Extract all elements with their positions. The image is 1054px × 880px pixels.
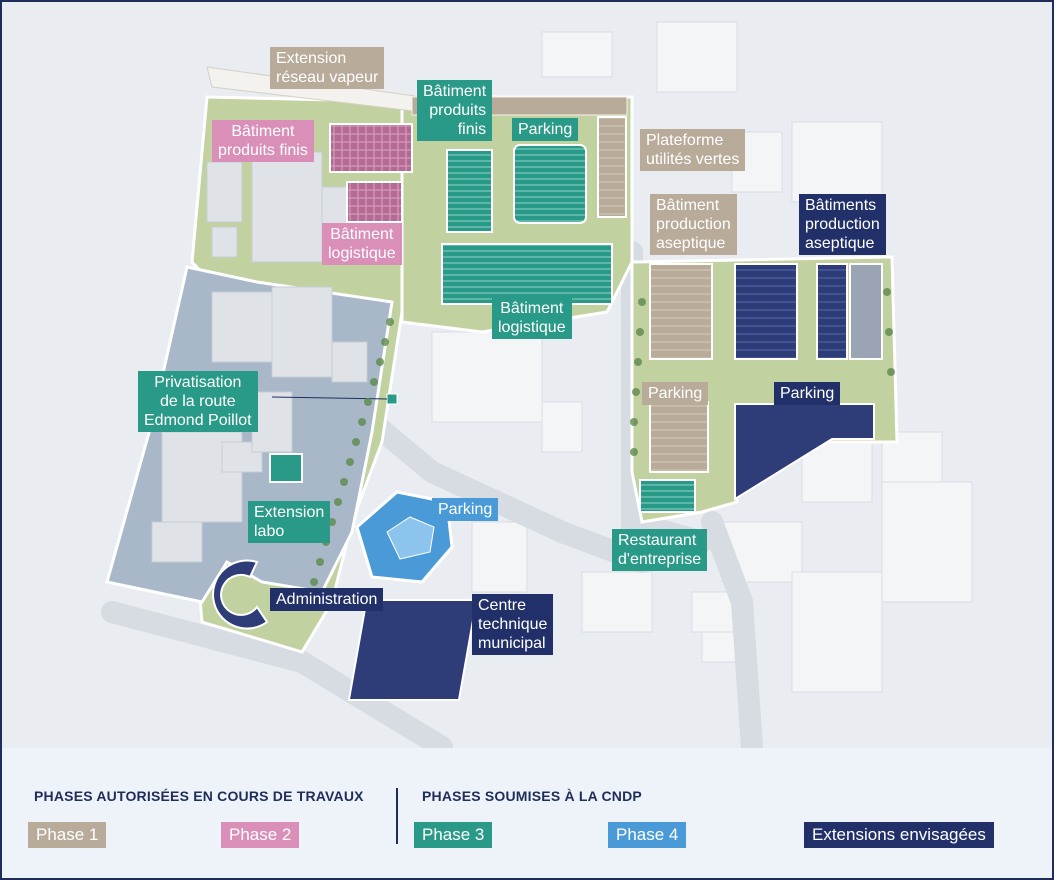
label-phase1-parking: Parking [642,382,709,405]
label-line: aseptique [656,235,726,252]
ext-aseptic-production-building-2 [816,263,848,360]
label-lab-extension: Extension labo [248,501,331,543]
label-line: Parking [438,501,493,518]
label-line: Extension [276,50,347,67]
phase1-parking [649,401,709,473]
legend-item-extensions: Extensions envisagées [804,822,994,848]
phase1-aseptic-production-building [649,263,713,360]
legend-heading-cndp: PHASES SOUMISES À LA CNDP [422,788,642,804]
label-line: Centre [478,597,527,614]
phase3-finished-products-building [446,149,493,233]
label-line: Parking [648,385,703,402]
label-line: labo [254,523,285,540]
label-line: logistique [498,319,566,336]
label-phase3-finished-products: Bâtiment produits finis [417,80,493,141]
label-company-restaurant: Restaurant d'entreprise [612,529,708,571]
label-phase1-aseptic-production: Bâtiment production aseptique [650,194,737,255]
label-municipal-technical-centre: Centre technique municipal [472,594,554,655]
label-line: Bâtiment [656,197,720,214]
label-line: Bâtiment [330,226,394,243]
label-line: utilités vertes [646,151,740,168]
ext-aseptic-production-building-3 [849,263,883,360]
label-line: Plateforme [646,132,724,149]
label-line: Parking [780,385,835,402]
label-line: production [656,216,731,233]
label-line: d'entreprise [618,551,702,568]
phase4-parking-core [386,516,435,560]
legend-item-phase2: Phase 2 [221,822,300,848]
phase3-lab-extension [269,453,303,483]
label-line: Bâtiment [423,83,487,100]
label-line: Bâtiment [231,123,295,140]
phase3-parking [513,144,587,224]
site-map: Extension réseau vapeur Bâtiment produit… [2,2,1052,748]
phase3-logistics-building [441,243,613,305]
label-phase2-logistics: Bâtiment logistique [322,223,402,265]
label-line: municipal [478,635,546,652]
label-green-utilities-platform: Plateforme utilités vertes [640,129,746,171]
label-phase2-finished-products: Bâtiment produits finis [212,120,314,162]
label-line: produits finis [218,142,308,159]
label-line: logistique [328,245,396,262]
phase3-company-restaurant [639,479,696,513]
legend-item-phase4: Phase 4 [608,822,687,848]
ext-parking [734,403,875,501]
ext-aseptic-production-building-1 [734,263,798,360]
label-ext-parking: Parking [774,382,841,405]
label-line: Restaurant [618,532,697,549]
label-line: Bâtiment [500,300,564,317]
label-line: Bâtiments [805,197,877,214]
legend-divider [396,788,398,844]
label-line: aseptique [805,235,875,252]
label-line: réseau vapeur [276,69,379,86]
phase1-green-utilities-platform [597,116,627,218]
label-line: de la route [160,393,236,410]
ext-municipal-technical-centre [347,599,478,701]
label-road-privatisation: Privatisation de la route Edmond Poillot [138,371,258,432]
label-ext-aseptic-production: Bâtiments production aseptique [799,194,886,255]
label-line: Administration [276,591,378,608]
phase2-finished-products-building [329,123,413,173]
label-line: technique [478,616,548,633]
ext-administration [212,559,269,630]
legend: PHASES AUTORISÉES EN COURS DE TRAVAUX PH… [2,748,1052,878]
label-phase3-logistics: Bâtiment logistique [492,297,572,339]
label-phase3-parking: Parking [512,118,579,141]
legend-heading-authorized: PHASES AUTORISÉES EN COURS DE TRAVAUX [34,788,364,804]
label-line: produits [429,102,487,119]
legend-item-phase1: Phase 1 [28,822,107,848]
label-line: production [805,216,880,233]
label-line: Edmond Poillot [144,412,252,429]
label-steam-network-extension: Extension réseau vapeur [270,47,385,89]
label-phase4-parking: Parking [432,498,499,521]
phase3-road-marker [386,393,398,405]
phase2-logistics-building [346,181,403,223]
legend-item-phase3: Phase 3 [414,822,493,848]
neighbourhood-buildings [431,21,973,693]
label-line: Extension [254,504,325,521]
label-line: finis [457,121,487,138]
label-line: Privatisation [154,374,242,391]
label-administration: Administration [270,588,384,611]
label-line: Parking [518,121,573,138]
